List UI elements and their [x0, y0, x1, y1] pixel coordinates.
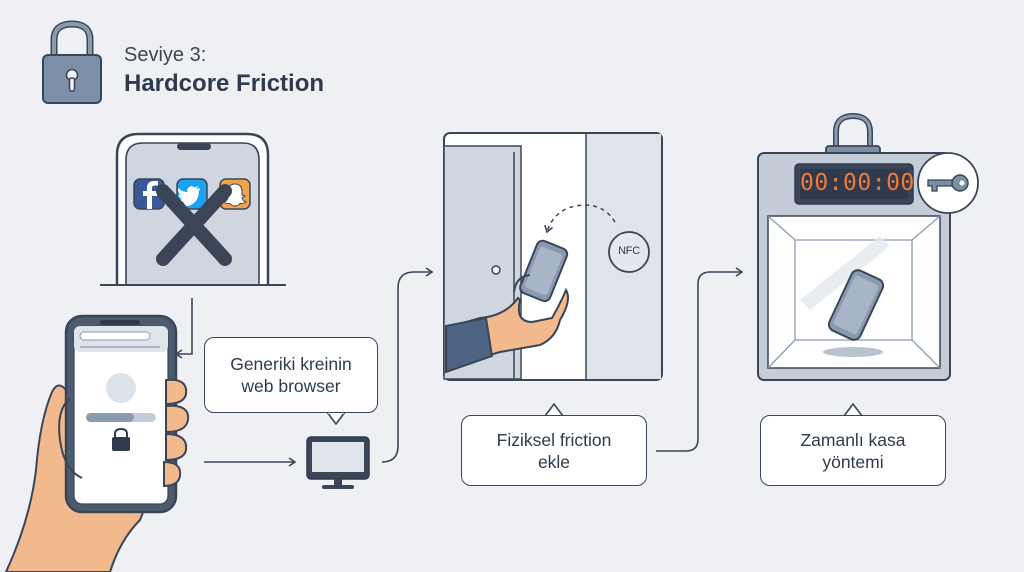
padlock-icon — [42, 20, 102, 104]
timer-readout: 00:00:00 — [800, 170, 915, 196]
hand-with-phone — [4, 314, 190, 572]
cross-icon — [156, 184, 232, 266]
step-label-physical-friction: Fiziksel friction ekle — [461, 415, 647, 486]
nfc-tag-label: NFC — [618, 245, 640, 257]
key-icon — [927, 174, 969, 192]
page-title: Hardcore Friction — [124, 70, 325, 97]
phone-blocked-apps — [100, 132, 286, 286]
connector-arrow — [656, 267, 744, 452]
level-label: Seviye 3: — [124, 44, 207, 66]
connector-arrow — [381, 267, 434, 463]
step-label-timed-safe: Zamanlı kasa yöntemi — [760, 415, 946, 486]
twitter-icon — [176, 178, 208, 210]
timed-safe — [757, 112, 979, 381]
nfc-tag — [608, 231, 650, 273]
callout-pointer — [544, 403, 564, 417]
callout-pointer — [843, 403, 863, 417]
small-lock-icon — [112, 427, 130, 451]
timer-display — [800, 169, 908, 199]
callout-pointer — [326, 411, 346, 425]
connector-arrow — [174, 298, 193, 359]
computer-monitor-icon — [306, 436, 370, 489]
door-nfc-panel — [443, 132, 663, 381]
step-label-browser: Generiki kreinin web browser — [204, 337, 378, 413]
